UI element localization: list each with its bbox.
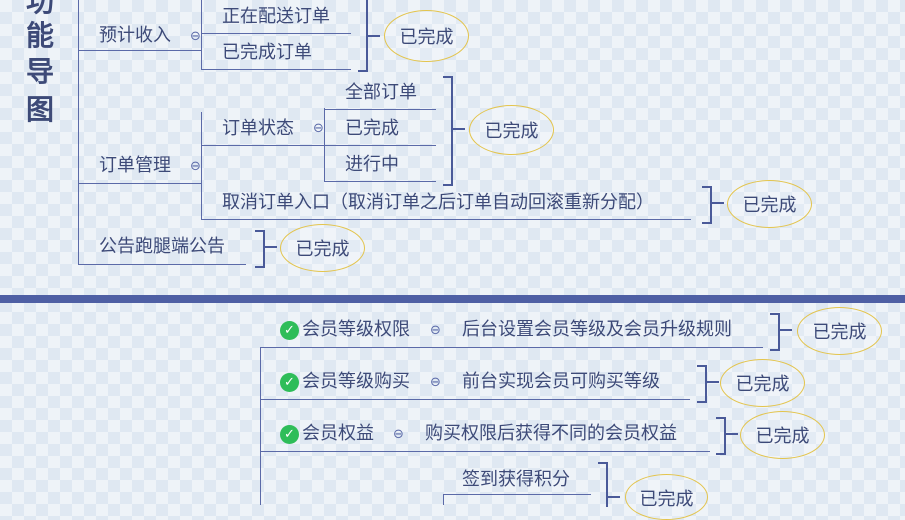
title-char-1: 功	[26, 0, 55, 18]
points-status-badge: 已完成	[625, 474, 708, 520]
member-benefits-bracket	[716, 417, 726, 455]
member-benefits-bracket-tick	[724, 433, 738, 435]
income-child-delivering[interactable]: 正在配送订单	[222, 6, 330, 27]
orders-node[interactable]: 订单管理	[99, 155, 171, 176]
notice-bracket-tick	[263, 246, 277, 248]
points-underline	[443, 494, 591, 495]
order-status-line-3	[324, 181, 436, 182]
member-level-purchase-status-badge: 已完成	[720, 359, 805, 407]
notice-status-badge: 已完成	[280, 224, 365, 272]
top-spine	[78, 0, 79, 265]
orders-branch	[201, 112, 202, 220]
title-char-2: 能	[26, 19, 55, 52]
member-level-purchase-collapse-icon[interactable]: ⊖	[430, 375, 441, 390]
member-level-permission-check-icon: ✓	[280, 321, 299, 340]
order-status-done[interactable]: 已完成	[345, 118, 399, 139]
member-level-permission-underline	[260, 347, 763, 348]
orders-underline	[78, 183, 201, 184]
income-collapse-icon[interactable]: ⊖	[190, 29, 201, 44]
notice-underline	[78, 264, 246, 265]
title-char-4: 图	[26, 93, 55, 126]
income-bracket-tick	[366, 35, 380, 37]
income-node[interactable]: 预计收入	[99, 25, 171, 46]
cancel-order-status-badge: 已完成	[727, 180, 812, 228]
order-status-inprogress[interactable]: 进行中	[345, 154, 399, 175]
order-status-line-2	[324, 145, 436, 146]
member-level-purchase-bracket	[697, 365, 707, 403]
points-bracket	[598, 462, 608, 507]
income-child-line-2	[201, 69, 351, 70]
member-level-purchase-node[interactable]: 会员等级购买	[302, 371, 410, 392]
member-level-permission-bracket-tick	[778, 329, 792, 331]
member-benefits-detail[interactable]: 购买权限后获得不同的会员权益	[425, 423, 677, 444]
order-status-line-1	[324, 109, 436, 110]
member-benefits-collapse-icon[interactable]: ⊖	[393, 427, 404, 442]
member-level-purchase-check-icon: ✓	[280, 373, 299, 392]
notice-bracket	[255, 230, 265, 268]
member-level-permission-node[interactable]: 会员等级权限	[302, 319, 410, 340]
member-benefits-check-icon: ✓	[280, 425, 299, 444]
cancel-order-bracket-tick	[710, 202, 724, 204]
order-status-bracket-tick	[451, 128, 465, 130]
cancel-order-bracket	[702, 186, 712, 224]
bottom-spine	[260, 348, 261, 505]
points-node[interactable]: 签到获得积分	[462, 469, 570, 490]
orders-collapse-icon[interactable]: ⊖	[190, 159, 201, 174]
order-status-all[interactable]: 全部订单	[345, 82, 417, 103]
cancel-order-underline	[201, 219, 691, 220]
order-status-status-badge: 已完成	[469, 105, 554, 155]
order-status-underline	[201, 145, 325, 146]
title-char-3: 导	[26, 55, 55, 88]
order-status-node[interactable]: 订单状态	[222, 118, 294, 139]
member-benefits-underline	[260, 451, 710, 452]
order-status-bracket	[443, 76, 453, 186]
member-level-purchase-detail[interactable]: 前台实现会员可购买等级	[462, 371, 660, 392]
income-child-completed[interactable]: 已完成订单	[222, 42, 312, 63]
section-divider	[0, 295, 905, 303]
member-level-permission-bracket	[770, 313, 780, 351]
member-level-permission-collapse-icon[interactable]: ⊖	[430, 323, 441, 338]
cancel-order-node[interactable]: 取消订单入口（取消订单之后订单自动回滚重新分配）	[222, 192, 654, 213]
points-bracket-tick	[606, 496, 620, 498]
member-level-permission-detail[interactable]: 后台设置会员等级及会员升级规则	[462, 319, 732, 340]
income-child-line-1	[201, 33, 351, 34]
member-benefits-node[interactable]: 会员权益	[302, 423, 374, 444]
order-status-collapse-icon[interactable]: ⊖	[313, 121, 324, 136]
member-level-permission-status-badge: 已完成	[797, 307, 882, 355]
member-level-purchase-bracket-tick	[705, 381, 719, 383]
income-status-badge: 已完成	[384, 10, 469, 62]
member-level-purchase-underline	[260, 399, 690, 400]
member-benefits-status-badge: 已完成	[740, 411, 825, 459]
notice-node[interactable]: 公告跑腿端公告	[99, 236, 225, 257]
income-branch	[201, 0, 202, 70]
points-branch	[443, 494, 444, 505]
income-underline	[78, 50, 201, 51]
